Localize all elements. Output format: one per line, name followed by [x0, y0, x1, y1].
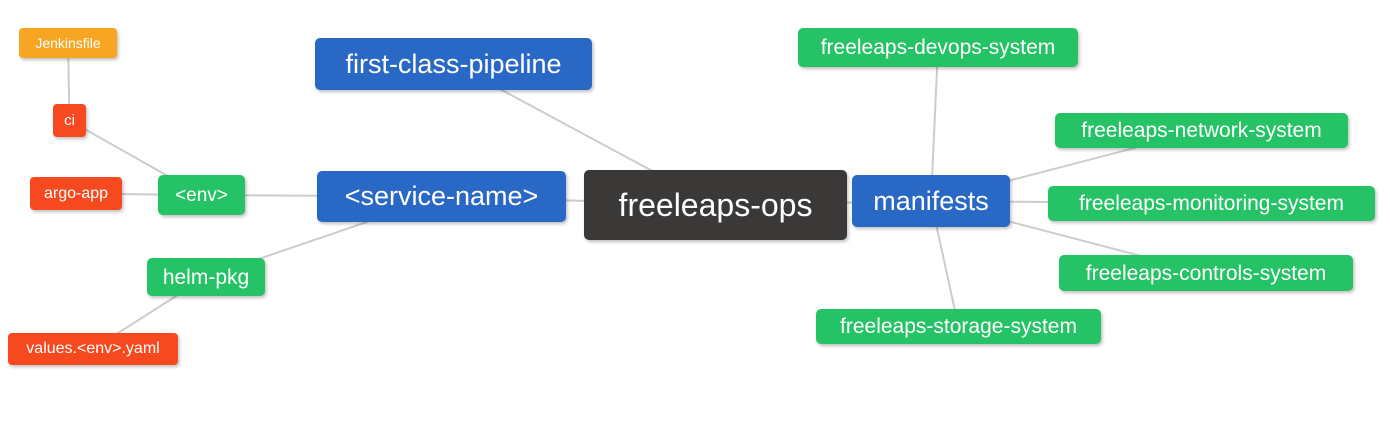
node-values-env-yaml-label: values.<env>.yaml: [26, 340, 160, 357]
node-freeleaps-monitoring-system[interactable]: freeleaps-monitoring-system: [1048, 186, 1375, 221]
node-argo-app[interactable]: argo-app: [30, 177, 122, 210]
node-helm-pkg-label: helm-pkg: [162, 265, 250, 289]
node-env-label: <env>: [175, 184, 228, 206]
node-env[interactable]: <env>: [158, 175, 245, 215]
node-ci-label: ci: [64, 112, 75, 129]
node-values-env-yaml[interactable]: values.<env>.yaml: [8, 333, 178, 365]
node-freeleaps-monitoring-system-label: freeleaps-monitoring-system: [1079, 192, 1344, 215]
node-manifests-label: manifests: [873, 185, 989, 216]
node-freeleaps-controls-system[interactable]: freeleaps-controls-system: [1059, 255, 1353, 291]
node-jenkinsfile-label: Jenkinsfile: [35, 35, 101, 51]
node-freeleaps-network-system[interactable]: freeleaps-network-system: [1055, 113, 1348, 148]
node-manifests[interactable]: manifests: [852, 175, 1010, 227]
node-freeleaps-storage-system-label: freeleaps-storage-system: [840, 315, 1077, 338]
node-service-name-label: <service-name>: [344, 181, 539, 211]
node-freeleaps-devops-system[interactable]: freeleaps-devops-system: [798, 28, 1078, 67]
node-service-name[interactable]: <service-name>: [317, 171, 566, 222]
node-first-class-pipeline[interactable]: first-class-pipeline: [315, 38, 592, 90]
node-freeleaps-ops-root-label: freeleaps-ops: [618, 187, 813, 223]
node-jenkinsfile[interactable]: Jenkinsfile: [19, 28, 117, 58]
node-freeleaps-devops-system-label: freeleaps-devops-system: [820, 36, 1056, 59]
node-freeleaps-ops-root[interactable]: freeleaps-ops: [584, 170, 847, 240]
node-ci[interactable]: ci: [53, 104, 86, 137]
node-first-class-pipeline-label: first-class-pipeline: [345, 48, 562, 79]
node-freeleaps-controls-system-label: freeleaps-controls-system: [1085, 261, 1327, 285]
node-argo-app-label: argo-app: [43, 184, 109, 202]
node-freeleaps-network-system-label: freeleaps-network-system: [1081, 119, 1322, 142]
node-freeleaps-storage-system[interactable]: freeleaps-storage-system: [816, 309, 1101, 344]
node-helm-pkg[interactable]: helm-pkg: [147, 258, 265, 296]
